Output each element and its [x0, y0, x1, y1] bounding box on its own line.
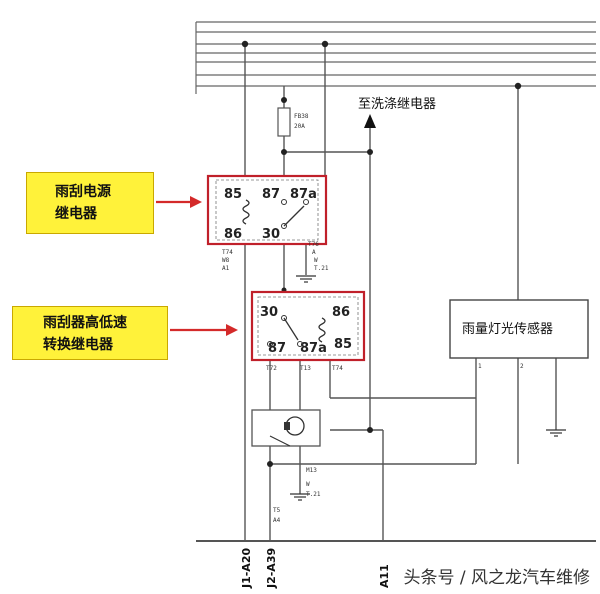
power-relay-pin-85: 85 — [224, 187, 242, 202]
junctions — [241, 40, 522, 467]
ground-symbol-3 — [546, 429, 566, 437]
sensor-pin-2: 2 — [520, 363, 524, 370]
speed-relay-pin-86: 86 — [332, 305, 350, 320]
small-label-g1a: W — [314, 257, 318, 264]
fuse-label-2: 20A — [294, 123, 305, 130]
small-label-s1: T72 — [266, 365, 277, 372]
connector-j2-a39: J2-A39 — [265, 548, 278, 589]
fuse: FB38 20A — [277, 107, 309, 137]
small-label-m1: M13 — [306, 467, 317, 474]
power-relay-pin-30: 30 — [262, 227, 280, 242]
power-relay-pin-86: 86 — [224, 227, 242, 242]
small-label-r1: T74 — [222, 249, 233, 256]
fuse-label-1: FB38 — [294, 113, 309, 120]
washer-arrow — [364, 114, 376, 128]
wires — [244, 44, 557, 541]
speed-relay-callout-line2: 转换继电器 — [43, 337, 113, 353]
watermark: 头条号 / 风之龙汽车维修 — [403, 568, 590, 588]
small-label-r5: A — [312, 249, 316, 256]
speed-relay-pin-30: 30 — [260, 305, 278, 320]
small-label-s3: T74 — [332, 365, 343, 372]
bus-bars — [195, 21, 596, 94]
small-label-b2: A4 — [273, 517, 281, 524]
rain-light-sensor: 雨量灯光传感器 — [449, 299, 589, 359]
small-label-m2: W — [306, 481, 310, 488]
power-relay-pin-87a: 87a — [290, 187, 317, 202]
connector-a11: A11 — [378, 564, 391, 588]
speed-relay-pin-85: 85 — [334, 337, 352, 352]
ground-symbol-2 — [290, 493, 310, 501]
speed-relay-callout: 雨刮器高低速 转换继电器 — [12, 306, 168, 360]
power-relay-callout-line1: 雨刮电源 — [55, 184, 111, 200]
speed-relay-callout-line1: 雨刮器高低速 — [43, 315, 127, 331]
small-label-r3: A1 — [222, 265, 230, 272]
wiper-motor — [251, 409, 321, 447]
sensor-pin-1: 1 — [478, 363, 482, 370]
rain-sensor-label: 雨量灯光传感器 — [462, 321, 553, 337]
callout-arrows — [156, 196, 238, 336]
small-label-s2: T13 — [300, 365, 311, 372]
small-label-b1: T5 — [273, 507, 281, 514]
power-relay-callout-line2: 继电器 — [55, 206, 97, 222]
power-relay: 85 87 87a 86 30 — [206, 174, 328, 246]
small-label-g1b: T.21 — [314, 265, 329, 272]
speed-relay: 30 86 87 87a 85 — [250, 290, 366, 362]
ground-symbol-1 — [296, 275, 316, 283]
to-washer-relay-label: 至洗涤继电器 — [358, 97, 436, 112]
small-label-m3: T.21 — [306, 491, 321, 498]
small-label-r4: T76 — [308, 241, 319, 248]
connector-j1-a20: J1-A20 — [240, 548, 253, 589]
power-relay-callout: 雨刮电源 继电器 — [26, 172, 154, 234]
speed-relay-pin-87: 87 — [268, 341, 286, 356]
power-relay-pin-87: 87 — [262, 187, 280, 202]
speed-relay-pin-87a: 87a — [300, 341, 327, 356]
small-label-r2: W8 — [222, 257, 230, 264]
